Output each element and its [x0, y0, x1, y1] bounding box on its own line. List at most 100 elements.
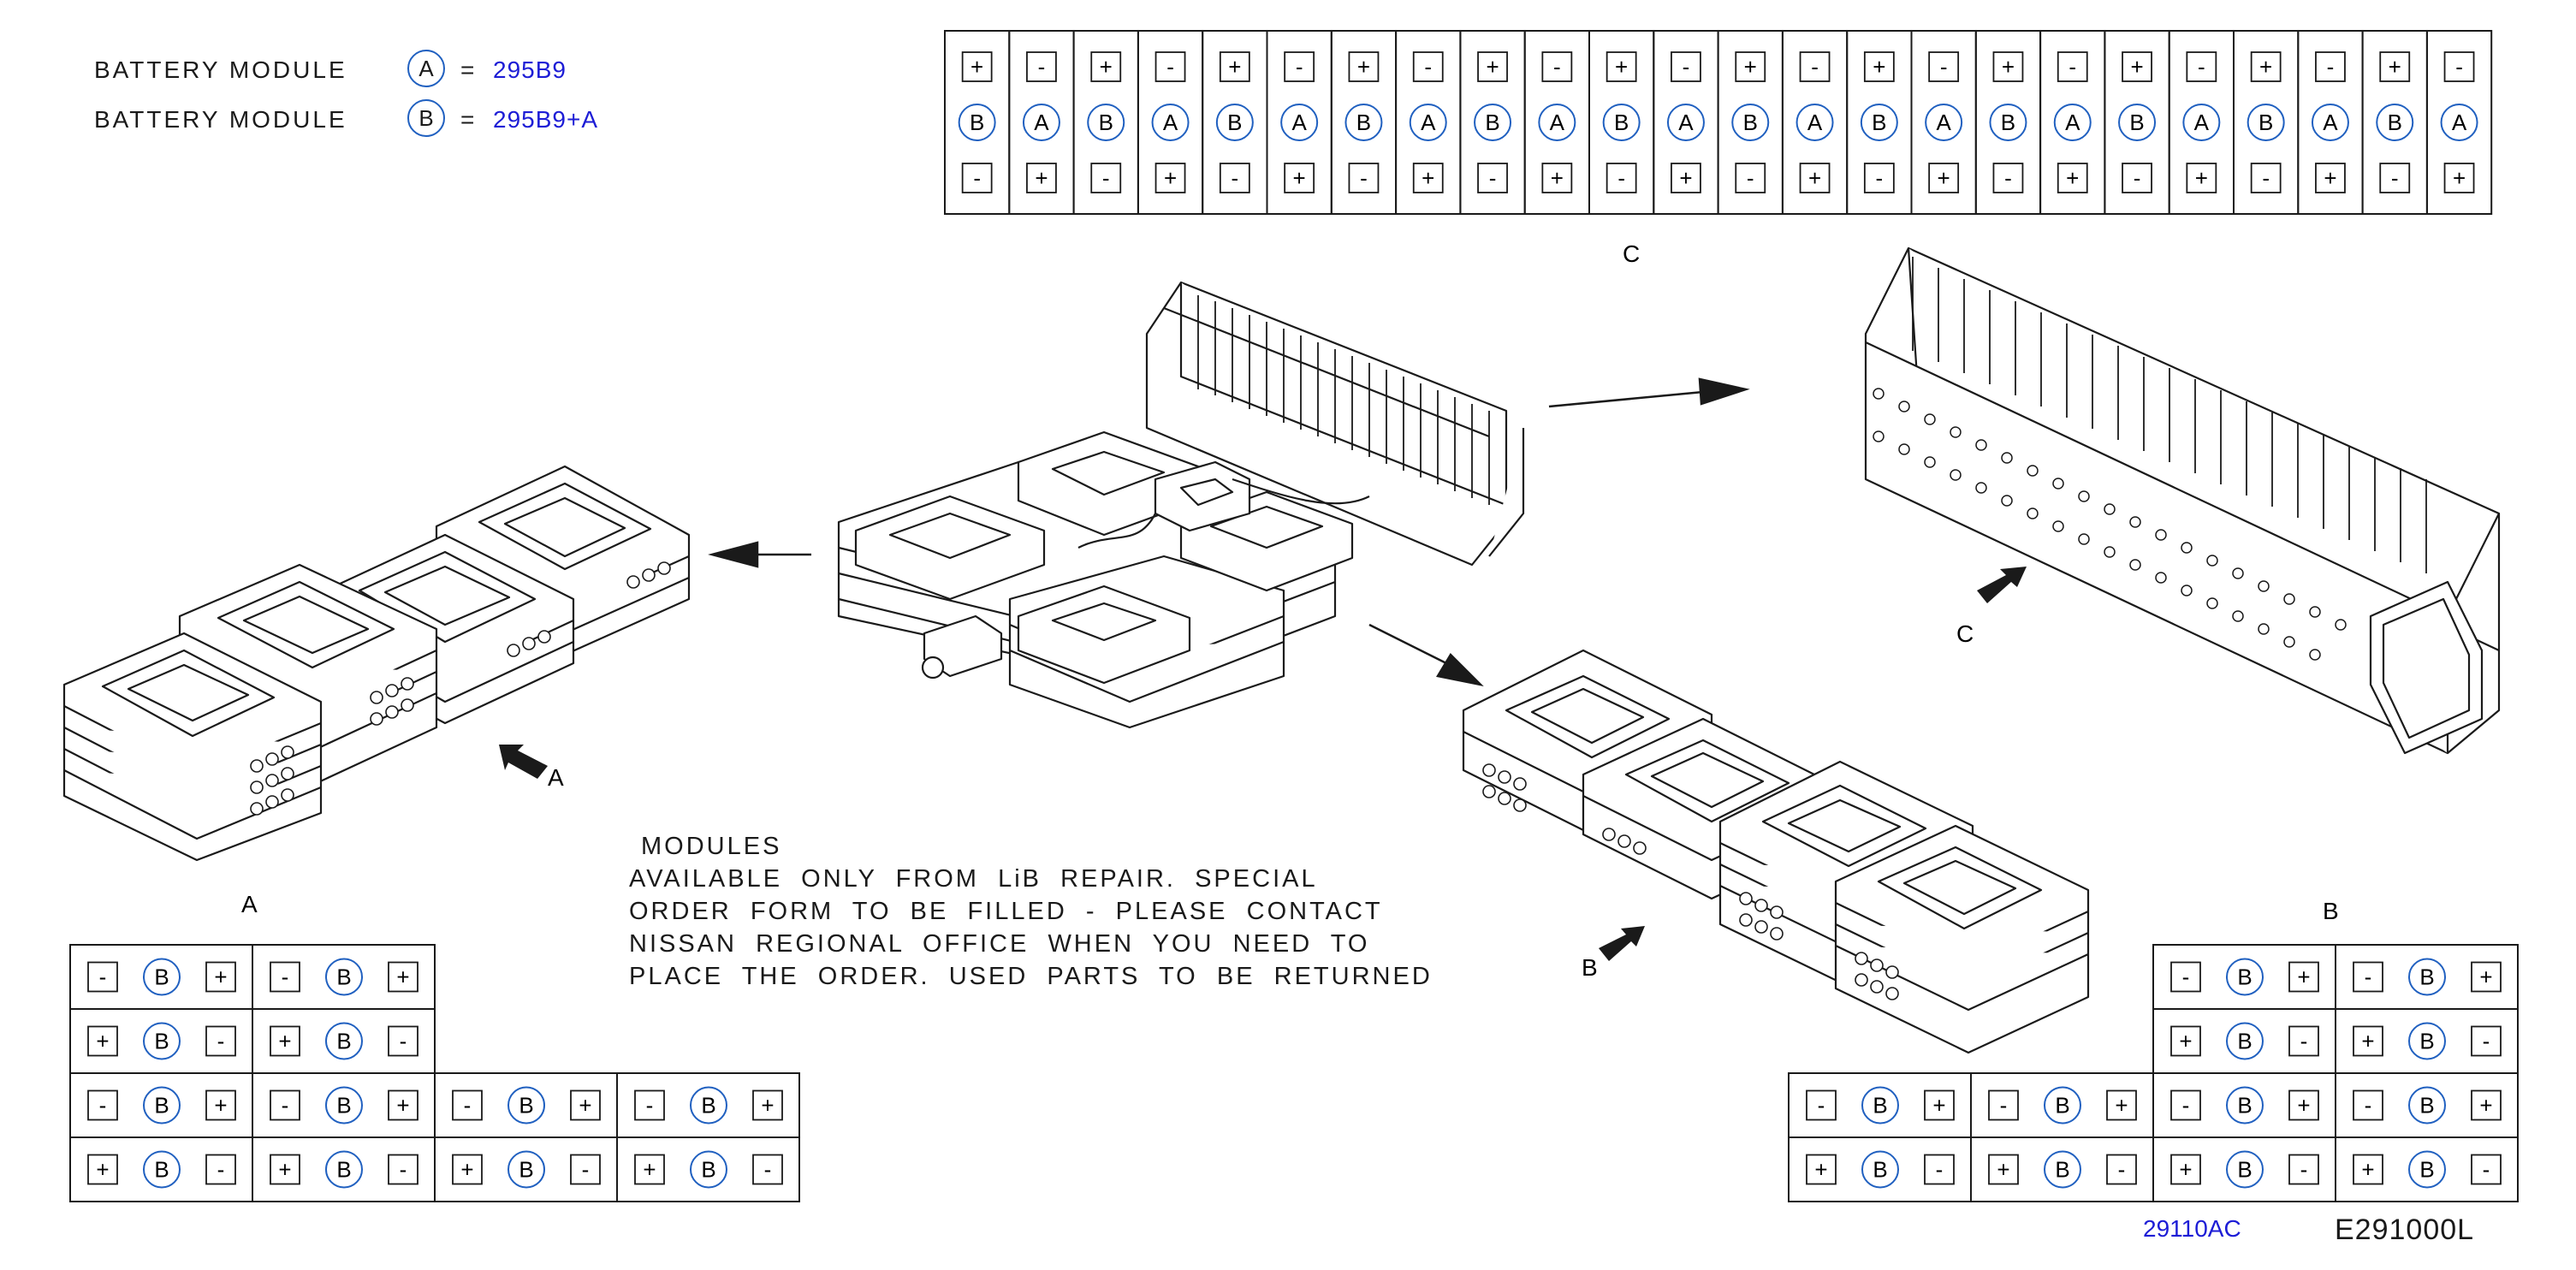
module-b-symbol: B — [325, 958, 363, 996]
positive-terminal-label: + — [1928, 163, 1960, 193]
grid-c-column: +B- — [1202, 30, 1268, 215]
grid-c-column: -A+ — [1653, 30, 1719, 215]
module-cell: -B+ — [1788, 1072, 1972, 1138]
view-b-arrow-icon — [1599, 926, 1645, 961]
positive-terminal-label: + — [1348, 51, 1380, 82]
module-letter: B — [701, 1157, 715, 1183]
terminal-sign: - — [2182, 964, 2190, 990]
part-code[interactable]: 29110AC — [2143, 1215, 2241, 1242]
positive-terminal-label: + — [1863, 51, 1895, 82]
grid-c-column: +B- — [1846, 30, 1913, 215]
negative-terminal-label: - — [270, 1089, 300, 1121]
positive-terminal-label: + — [388, 1089, 418, 1121]
module-a-symbol: A — [2311, 104, 2349, 141]
module-letter: B — [2237, 1029, 2252, 1054]
module-a-symbol: A — [1151, 104, 1190, 141]
positive-terminal-label: + — [2170, 1025, 2201, 1057]
terminal-sign: + — [214, 1093, 227, 1119]
terminal-sign: + — [2324, 165, 2336, 191]
module-a-symbol: A — [2182, 104, 2221, 141]
grid-c-column: +B- — [944, 30, 1011, 215]
note-title: MODULES — [641, 833, 782, 860]
negative-terminal-label: - — [1799, 51, 1831, 82]
terminal-sign: - — [1360, 165, 1368, 191]
module-b-symbol: B — [2408, 1150, 2446, 1189]
equals-sign: = — [460, 106, 478, 133]
note-line: PLACE THE ORDER. USED PARTS TO BE RETURN… — [629, 963, 1433, 990]
module-cell: - B + — [2152, 1072, 2336, 1138]
negative-terminal-label: - — [2057, 51, 2088, 82]
terminal-sign: - — [2118, 1157, 2126, 1183]
terminal-sign: + — [96, 1029, 109, 1054]
equals-sign: = — [460, 56, 478, 83]
module-b-symbol: B — [507, 1150, 545, 1189]
terminal-sign: + — [1814, 1157, 1827, 1183]
module-a-symbol: A — [1795, 104, 1834, 141]
module-b-symbol: B — [325, 1022, 363, 1060]
terminal-sign: + — [1873, 54, 1885, 80]
positive-terminal-label: + — [2288, 1089, 2319, 1121]
module-b-symbol: B — [1344, 104, 1383, 141]
positive-terminal-label: + — [270, 1025, 300, 1057]
grid-c-column: -A+ — [1266, 30, 1333, 215]
positive-terminal-label: + — [1412, 163, 1444, 193]
legend-label: BATTERY MODULE — [94, 56, 347, 83]
grid-c-column: - A + — [2297, 30, 2364, 215]
module-letter: B — [1873, 1157, 1887, 1183]
negative-terminal-label: - — [2379, 163, 2411, 193]
note-line: NISSAN REGIONAL OFFICE WHEN YOU NEED TO — [629, 930, 1370, 958]
module-a-symbol: A — [1538, 104, 1576, 141]
positive-terminal-label: + — [1606, 51, 1637, 82]
terminal-sign: - — [282, 1093, 289, 1119]
terminal-sign: - — [2182, 1093, 2190, 1119]
drawing-id: E291000L — [2335, 1214, 2475, 1246]
module-cell: +B- — [1788, 1136, 1972, 1202]
module-b-symbol: B — [143, 1150, 181, 1189]
module-b-symbol: B — [2044, 1150, 2081, 1189]
grid-c-column: + B - — [1330, 30, 1398, 215]
negative-terminal-label: - — [2122, 163, 2152, 193]
terminal-sign: + — [1938, 165, 1950, 191]
module-letter: B — [970, 110, 984, 135]
module-a-symbol: A — [407, 50, 445, 87]
part-number-a[interactable]: 295B9 — [493, 56, 567, 83]
module-cell: +B- — [252, 1008, 436, 1074]
grid-c-column: +B- — [1717, 30, 1784, 215]
module-b-symbol: B — [2226, 1022, 2264, 1060]
terminal-sign: - — [1683, 54, 1690, 80]
negative-terminal-label: - — [1026, 51, 1057, 82]
positive-terminal-label: + — [634, 1154, 665, 1185]
terminal-sign: + — [2130, 54, 2143, 80]
negative-terminal-label: - — [752, 1154, 783, 1185]
module-b-symbol: B — [325, 1150, 363, 1189]
positive-terminal-label: + — [2353, 1025, 2383, 1057]
module-b-symbol: B — [407, 99, 445, 137]
terminal-sign: + — [1615, 54, 1628, 80]
module-letter: A — [2194, 110, 2210, 135]
terminal-sign: + — [396, 964, 409, 990]
module-letter: B — [2129, 110, 2144, 135]
positive-terminal-label: + — [570, 1089, 601, 1121]
negative-terminal-label: - — [1541, 51, 1573, 82]
negative-terminal-label: - — [2315, 51, 2346, 82]
callout-c: C — [1956, 620, 1974, 647]
terminal-sign: - — [2069, 54, 2076, 80]
module-b-symbol: B — [1860, 104, 1898, 141]
module-cell: -B+ — [252, 944, 436, 1010]
terminal-sign: - — [2198, 54, 2205, 80]
module-a-symbol: A — [1022, 104, 1060, 141]
positive-terminal-label: + — [2186, 163, 2217, 193]
terminal-sign: - — [2300, 1157, 2308, 1183]
positive-terminal-label: + — [1154, 163, 1186, 193]
module-letter: B — [154, 1093, 169, 1119]
grid-c-column: +B- — [2233, 30, 2300, 215]
part-number-b[interactable]: 295B9+A — [493, 106, 598, 133]
terminal-sign: + — [2361, 1157, 2374, 1183]
negative-terminal-label: - — [1477, 163, 1508, 193]
negative-terminal-label: - — [2106, 1154, 2137, 1185]
negative-terminal-label: - — [2170, 961, 2201, 993]
module-letter: B — [2237, 1093, 2252, 1119]
module-b-symbol: B — [2226, 958, 2264, 996]
module-b-symbol: B — [143, 1086, 181, 1125]
terminal-sign: - — [1811, 54, 1819, 80]
